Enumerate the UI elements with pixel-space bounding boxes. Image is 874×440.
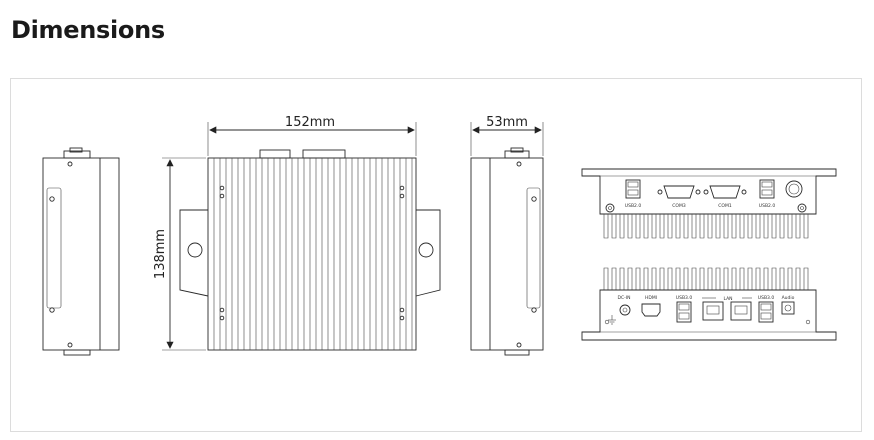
- width-label: 152mm: [285, 115, 335, 130]
- power-button-icon: [785, 180, 803, 198]
- usb-right-label: USB2.0: [759, 203, 776, 209]
- hdmi-label: HDMI: [645, 295, 657, 301]
- usb3-right-label: USB3.0: [758, 295, 775, 301]
- page-title: Dimensions: [11, 16, 165, 44]
- front-view: [179, 149, 441, 351]
- side-view-left: [42, 147, 120, 356]
- side-view-right: [470, 147, 544, 356]
- usb-left-label: USB2.0: [625, 203, 642, 209]
- height-label: 138mm: [153, 229, 168, 279]
- front-panel-bottom: DC-IN HDMI USB3.0 LAN USB3.0 Audio: [581, 267, 837, 341]
- top-view-fins: [603, 214, 809, 239]
- depth-dimension: 53mm: [470, 115, 544, 156]
- dimensions-drawing-frame: [10, 78, 862, 432]
- com-right-label: COM1: [718, 203, 732, 209]
- depth-label: 53mm: [486, 115, 528, 130]
- audio-label: Audio: [782, 295, 795, 301]
- width-dimension: 152mm: [207, 115, 417, 156]
- lan-label: LAN: [723, 296, 732, 302]
- usb3-left-label: USB3.0: [676, 295, 693, 301]
- bottom-view-fins: [603, 267, 809, 290]
- height-dimension: 138mm: [153, 157, 206, 351]
- heatsink-fins: [213, 158, 413, 350]
- rear-panel-top: USB2.0 COM3 COM1 USB2.0: [581, 168, 837, 239]
- com-left-label: COM3: [672, 203, 686, 209]
- ground-symbol-icon: [608, 315, 616, 325]
- dc-in-label: DC-IN: [618, 295, 631, 301]
